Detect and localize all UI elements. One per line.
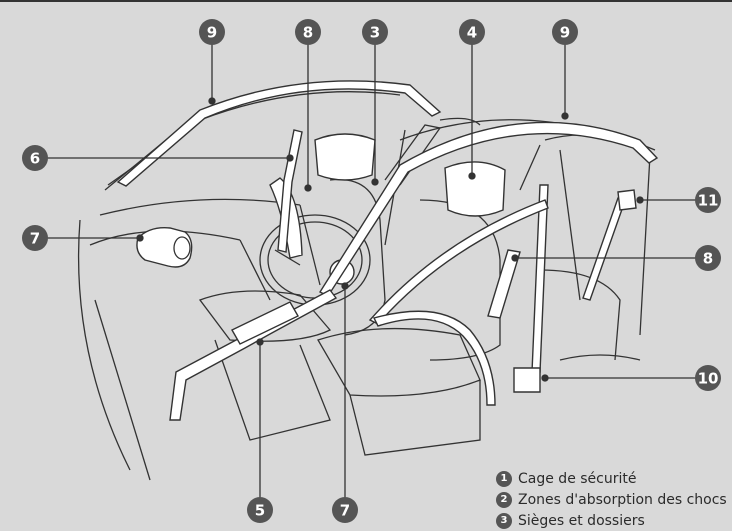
callout-10-label: 10 — [698, 370, 719, 388]
callout-7-bottom-label: 7 — [340, 502, 350, 520]
legend-label: Sièges et dossiers — [518, 513, 645, 529]
callout-6: 6 — [22, 145, 48, 171]
callout-4: 4 — [459, 19, 485, 45]
callout-9-left: 9 — [199, 19, 225, 45]
callout-3: 3 — [362, 19, 388, 45]
callout-8-right-label: 8 — [703, 250, 713, 268]
callout-11: 11 — [695, 187, 721, 213]
legend-item: 1 Cage de sécurité — [496, 468, 732, 489]
legend-label: Cage de sécurité — [518, 471, 636, 487]
callout-5: 5 — [247, 497, 273, 523]
callout-9-right: 9 — [552, 19, 578, 45]
callout-5-label: 5 — [255, 502, 265, 520]
callout-7-left: 7 — [22, 225, 48, 251]
front-headrest-right — [445, 162, 505, 216]
legend-item: 2 Zones d'absorption des chocs — [496, 489, 732, 510]
callout-7-bottom: 7 — [332, 497, 358, 523]
callout-8-top: 8 — [295, 19, 321, 45]
legend: 1 Cage de sécurité 2 Zones d'absorption … — [496, 468, 732, 531]
legend-number-badge: 3 — [496, 513, 512, 529]
front-headrest-left — [315, 134, 375, 180]
callout-6-label: 6 — [30, 150, 40, 168]
callout-10: 10 — [695, 365, 721, 391]
legend-item: 3 Sièges et dossiers — [496, 510, 732, 531]
callout-9-right-label: 9 — [560, 24, 570, 42]
belt-sensor — [618, 190, 636, 210]
callout-4-label: 4 — [467, 24, 477, 42]
callout-11-label: 11 — [698, 192, 719, 210]
callout-9-left-label: 9 — [207, 24, 217, 42]
callout-8-right: 8 — [695, 245, 721, 271]
callout-7-left-label: 7 — [30, 230, 40, 248]
legend-number-badge: 2 — [496, 492, 512, 508]
callout-3-label: 3 — [370, 24, 380, 42]
legend-number-badge: 1 — [496, 471, 512, 487]
legend-label: Zones d'absorption des chocs — [518, 492, 727, 508]
belt-pretensioner — [514, 368, 540, 392]
callout-8-top-label: 8 — [303, 24, 313, 42]
